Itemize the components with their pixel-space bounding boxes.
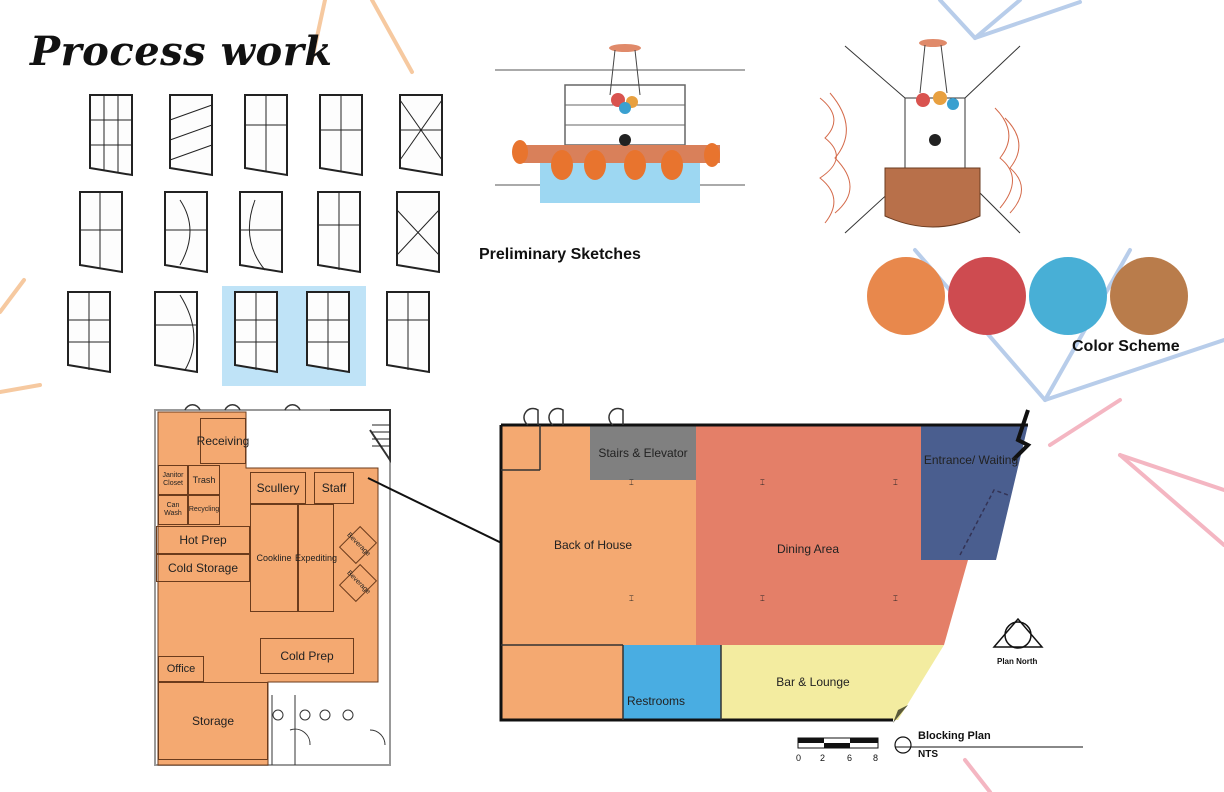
kitchen-plan-walls <box>154 404 391 766</box>
bar-elevation-sketch <box>495 44 745 203</box>
svg-text:⌶: ⌶ <box>760 594 765 603</box>
svg-text:⌶: ⌶ <box>629 594 634 603</box>
room-hot-prep: Hot Prep <box>156 526 250 554</box>
scale-tick-6: 6 <box>847 753 853 763</box>
thumbnail-sketch-grid <box>67 94 443 374</box>
plan-north-label: Plan North <box>997 657 1038 666</box>
callout-connector <box>367 477 521 553</box>
north-arrow-icon <box>992 617 1044 649</box>
room-scullery: Scullery <box>250 472 306 504</box>
room-cold-storage: Cold Storage <box>156 554 250 582</box>
zone-stairs-elevator: Stairs & Elevator <box>598 445 688 460</box>
svg-text:⌶: ⌶ <box>893 478 898 487</box>
blocking-plan-zones: ⌶ ⌶ ⌶ ⌶ ⌶ ⌶ <box>499 407 1032 723</box>
svg-text:⌶: ⌶ <box>893 594 898 603</box>
swatch-brown <box>1110 257 1188 335</box>
room-storage: Storage <box>158 682 268 760</box>
room-janitor-closet: Janitor Closet <box>158 465 188 495</box>
kitchen-plan: Receiving Janitor Closet Trash Can Wash … <box>150 400 395 770</box>
room-expediting: Expediting <box>295 504 337 612</box>
room-cookline: Cookline <box>250 504 298 612</box>
swatch-red <box>948 257 1026 335</box>
room-office: Office <box>158 656 204 682</box>
zone-dining-area: Dining Area <box>776 542 840 556</box>
room-recycling: Recycling <box>188 495 220 525</box>
room-can-wash: Can Wash <box>158 495 188 525</box>
blocking-plan: ⌶ ⌶ ⌶ ⌶ ⌶ ⌶ Stairs & Elevator Back of House… <box>498 405 1043 730</box>
bar-perspective-sketch <box>819 39 1022 234</box>
scale-bar <box>797 736 1083 754</box>
room-receiving: Receiving <box>197 418 249 464</box>
swatch-orange <box>867 257 945 335</box>
color-scheme-caption: Color Scheme <box>1072 338 1180 355</box>
scale-note: NTS <box>918 749 938 760</box>
svg-text:⌶: ⌶ <box>760 478 765 487</box>
room-cold-prep: Cold Prep <box>260 638 354 674</box>
room-trash: Trash <box>188 465 220 495</box>
zone-entrance-waiting: Entrance/ Waiting <box>923 453 1019 467</box>
blocking-plan-label: Blocking Plan <box>918 730 991 742</box>
zone-bar-lounge: Bar & Lounge <box>776 675 850 689</box>
page-title: Process work <box>30 28 333 75</box>
sketches-caption: Preliminary Sketches <box>479 246 641 263</box>
svg-text:⌶: ⌶ <box>629 478 634 487</box>
scale-tick-2: 2 <box>820 753 826 763</box>
room-staff: Staff <box>314 472 354 504</box>
swatch-blue <box>1029 257 1107 335</box>
scale-tick-8: 8 <box>873 753 879 763</box>
process-thumbnails <box>60 80 450 390</box>
zone-back-of-house: Back of House <box>553 538 633 552</box>
zone-restrooms: Restrooms <box>626 694 685 708</box>
scale-tick-0: 0 <box>796 753 802 763</box>
